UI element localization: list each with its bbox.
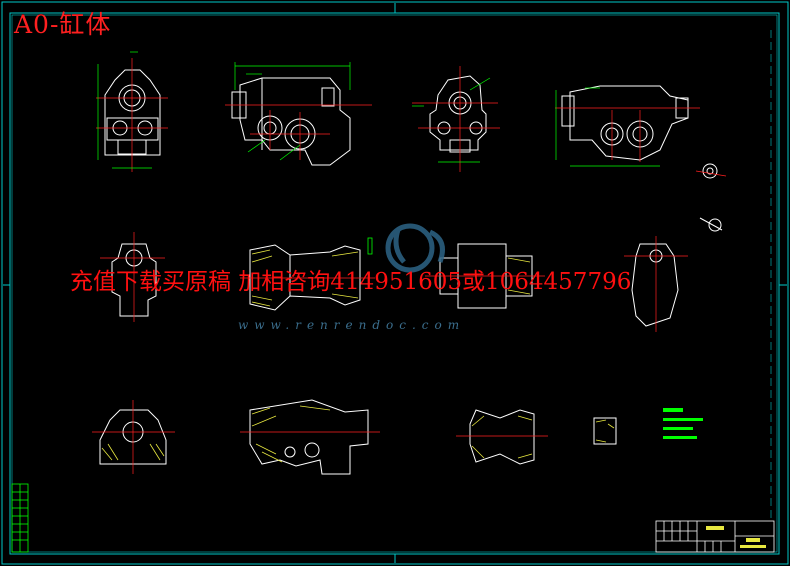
cylinder-right-view-centerlines	[555, 107, 700, 162]
small-dim-marker	[367, 237, 373, 255]
section-view-right-centerlines	[624, 236, 688, 332]
detail-view-c	[593, 417, 617, 445]
cylinder-side-view-centerlines	[225, 104, 372, 160]
title-block	[655, 520, 775, 553]
section-view-middle-hatch	[251, 249, 359, 307]
section-view-center-right-hatch	[507, 257, 531, 295]
section-view-bottom-left-hatch	[101, 443, 165, 461]
title-block-name-marks	[706, 526, 724, 530]
cylinder-side-view-dims	[234, 62, 351, 161]
section-view-bottom-main-hatch	[251, 405, 331, 463]
renrendoc-logo-icon	[385, 223, 445, 273]
detail-view-c-hatch	[595, 419, 615, 443]
section-view-bottom-left-centerlines	[92, 400, 175, 474]
detail-view-a	[702, 163, 718, 179]
revision-table	[11, 483, 29, 553]
cylinder-front-view	[104, 69, 161, 156]
section-view-bottom-main	[249, 399, 369, 475]
technical-requirements	[663, 408, 703, 439]
section-view-middle	[249, 244, 361, 311]
title-block-material-marks	[746, 538, 760, 542]
cylinder-right-view-dims	[555, 87, 660, 167]
detail-view-b	[699, 217, 723, 232]
section-view-bottom-right	[469, 409, 535, 465]
watermark-url: www.renrendoc.com	[238, 318, 466, 332]
cylinder-end-view-dims	[412, 77, 491, 163]
cylinder-front-view-dims	[97, 51, 152, 169]
purchase-overlay-text: 充值下载买原稿 加相咨询414951605或1064457796	[70, 269, 632, 295]
title-block-number-marks	[740, 545, 766, 548]
cylinder-right-view	[561, 85, 689, 161]
cylinder-end-view-centerlines	[412, 66, 500, 172]
cylinder-front-view-centerlines	[96, 58, 168, 172]
detail-view-a-centerline	[695, 170, 727, 177]
section-view-bottom-right-hatch	[471, 415, 533, 459]
cylinder-end-view	[429, 75, 487, 153]
drawing-title: A0-缸体	[14, 10, 112, 39]
section-view-left-centerlines	[100, 232, 165, 322]
